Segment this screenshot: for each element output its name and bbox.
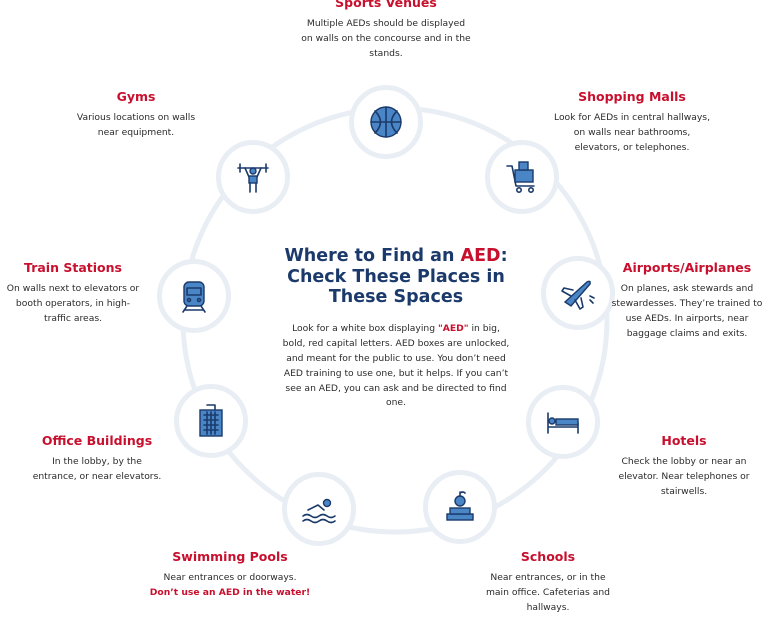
shopping-cart-icon <box>506 161 535 193</box>
title-schools: Schools <box>520 549 576 564</box>
node-shopping-malls <box>485 140 559 214</box>
center-description: Look for a white box displaying "AED" in… <box>282 322 510 411</box>
text-train-stations: On walls next to elevators or booth oper… <box>6 283 140 324</box>
label-shopping-malls: Shopping Malls Look for AEDs in central … <box>550 89 714 156</box>
text-shopping-malls: Look for AEDs in central hallways, on wa… <box>553 112 711 153</box>
node-train-stations <box>157 259 231 333</box>
text-gyms: Various locations on walls near equipmen… <box>76 112 196 139</box>
label-schools: Schools Near entrances, or in the main o… <box>480 549 616 616</box>
center-panel: Where to Find an AED:Check These Places … <box>282 246 510 411</box>
label-airports: Airports/Airplanes On planes, ask stewar… <box>608 260 766 341</box>
bed-icon <box>547 412 579 434</box>
node-sports-venues <box>349 85 423 159</box>
title-part-2: Check These Places in <box>287 266 505 287</box>
node-hotels <box>526 385 600 459</box>
weightlifter-icon <box>237 163 269 193</box>
basketball-icon <box>370 106 402 138</box>
label-hotels: Hotels Check the lobby or near an elevat… <box>606 433 762 500</box>
title-hotels: Hotels <box>661 433 707 448</box>
title-office-buildings: Office Buildings <box>41 433 153 448</box>
swimmer-icon <box>302 498 336 524</box>
title-shopping-malls: Shopping Malls <box>578 89 686 104</box>
title-gyms: Gyms <box>116 89 156 104</box>
title-part-3: These Spaces <box>328 287 464 308</box>
train-icon <box>182 281 206 313</box>
title-swimming-pools: Swimming Pools <box>172 549 288 564</box>
node-gyms <box>216 140 290 214</box>
title-colon: : <box>500 246 508 266</box>
label-train-stations: Train Stations On walls next to elevator… <box>6 260 140 327</box>
airplane-icon <box>561 280 595 310</box>
label-gyms: Gyms Various locations on walls near equ… <box>76 89 196 141</box>
text-sports-venues: Multiple AEDs should be displayed on wal… <box>301 18 471 59</box>
warning-swimming-pools: Don’t use an AED in the water! <box>149 587 311 599</box>
desc-after: in big, bold, red capital letters. AED b… <box>282 322 510 409</box>
node-office-buildings <box>174 384 248 458</box>
page-title: Where to Find an AED:Check These Places … <box>282 246 510 308</box>
text-swimming-pools: Near entrances or doorways. Don’t use an… <box>145 571 315 600</box>
text-schools: Near entrances, or in the main office. C… <box>485 572 611 613</box>
node-schools <box>423 470 497 544</box>
text-hotels: Check the lobby or near an elevator. Nea… <box>618 456 750 497</box>
node-swimming-pools <box>282 472 356 546</box>
title-aed: AED <box>460 246 501 266</box>
title-sports-venues: Sports Venues <box>335 0 437 10</box>
text-swimming-pools-body: Near entrances or doorways. <box>163 572 297 584</box>
title-airports: Airports/Airplanes <box>622 260 752 275</box>
title-part-1: Where to Find an <box>284 246 461 266</box>
office-building-icon <box>199 404 223 437</box>
desc-before: Look for a white box displaying <box>292 322 438 334</box>
label-swimming-pools: Swimming Pools Near entrances or doorway… <box>145 549 315 601</box>
title-train-stations: Train Stations <box>24 260 122 275</box>
node-airports <box>541 256 615 330</box>
text-airports: On planes, ask stewards and stewardesses… <box>611 283 763 339</box>
label-office-buildings: Office Buildings In the lobby, by the en… <box>30 433 164 485</box>
label-sports-venues: Sports Venues Multiple AEDs should be di… <box>300 0 472 62</box>
desc-highlight: "AED" <box>437 322 469 334</box>
books-apple-icon <box>446 491 474 521</box>
text-office-buildings: In the lobby, by the entrance, or near e… <box>32 456 162 483</box>
